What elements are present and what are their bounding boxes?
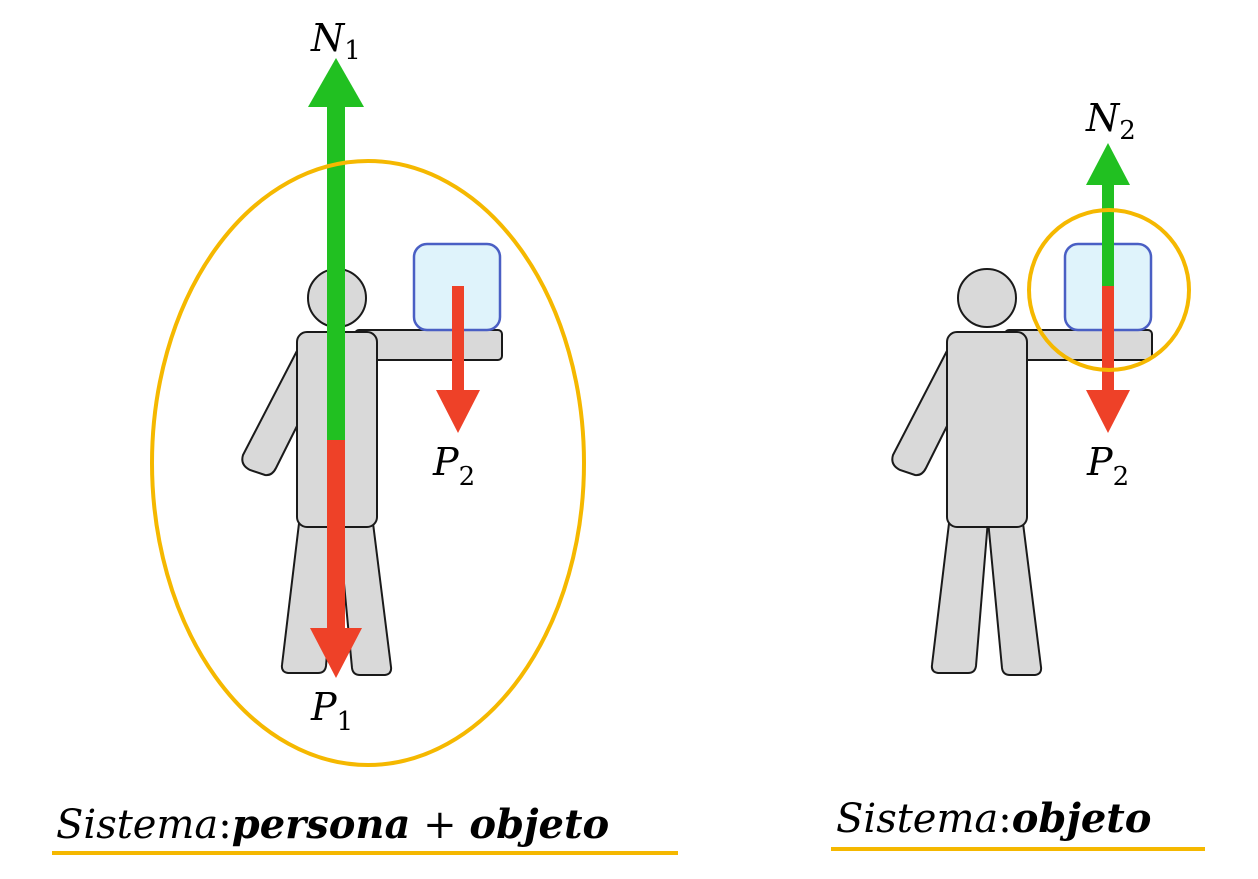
- label-p2-right: P2: [1086, 440, 1129, 492]
- left-panel: N1 P1 P2 Sistema:persona + objeto: [52, 16, 678, 855]
- weight-force-arrow-p2-left: [436, 286, 480, 433]
- system-outline-left: [150, 159, 586, 767]
- person-head: [957, 268, 1017, 328]
- label-n2: N2: [1085, 96, 1136, 146]
- label-p2-left: P2: [432, 440, 475, 492]
- right-panel: N2 P2 Sistema:objeto: [831, 96, 1205, 851]
- label-n1: N1: [310, 16, 361, 66]
- normal-force-arrow-n1: [308, 58, 364, 442]
- weight-force-arrow-p1: [310, 440, 362, 678]
- person-torso: [946, 331, 1028, 528]
- person-right-leg: [986, 513, 1043, 676]
- label-p1: P1: [310, 685, 353, 737]
- caption-underline-right: [831, 847, 1205, 851]
- system-outline-right: [1027, 208, 1191, 372]
- caption-underline-left: [52, 851, 678, 855]
- weight-force-arrow-p2-right: [1086, 286, 1130, 433]
- caption-right: Sistema:objeto: [836, 795, 1151, 842]
- caption-left: Sistema:persona + objeto: [56, 801, 609, 848]
- person-left-leg: [930, 513, 990, 674]
